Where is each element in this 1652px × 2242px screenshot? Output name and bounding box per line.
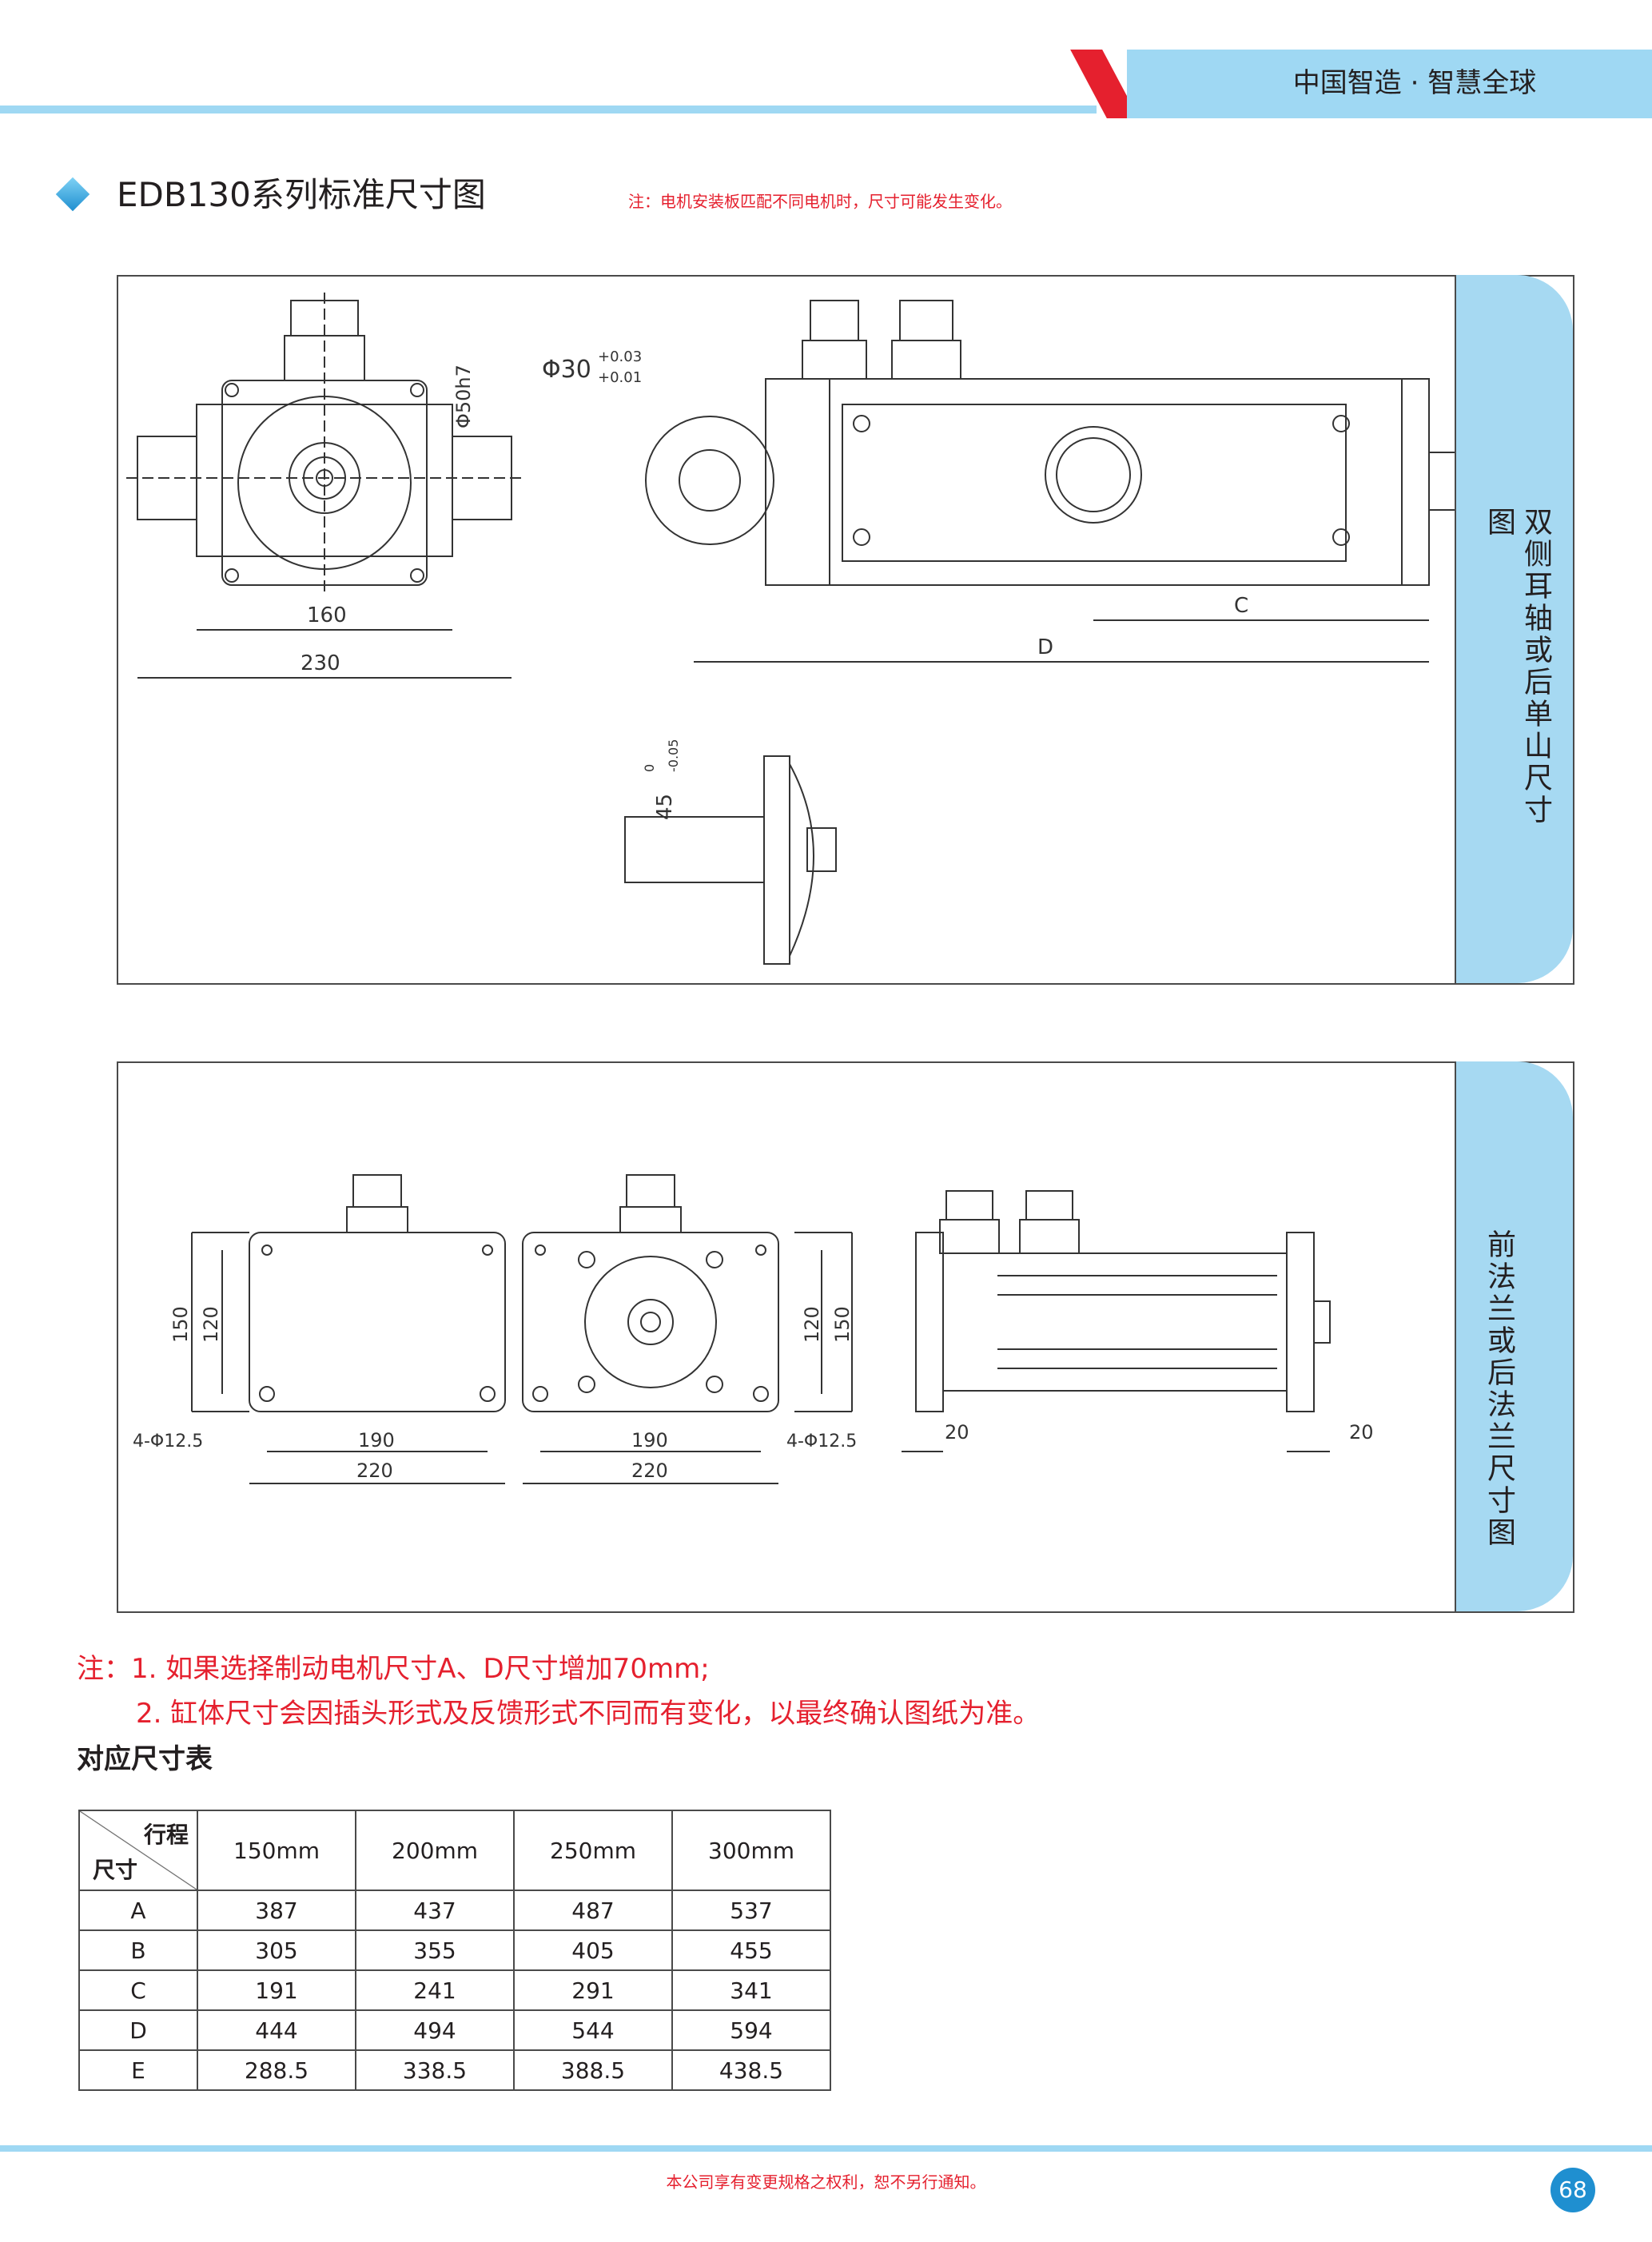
column-header: 200mm <box>355 1810 515 1891</box>
svg-text:+0.01: +0.01 <box>598 369 642 386</box>
page-number: 68 <box>1550 2168 1595 2212</box>
side-trunnion-circle <box>1045 426 1142 524</box>
dim-45: 45 <box>653 794 677 820</box>
flange-plate-right <box>1286 1232 1315 1412</box>
dim-150-right: 150 <box>831 1306 854 1343</box>
footer-line <box>0 2145 1652 2152</box>
dim-120-right: 120 <box>801 1306 823 1343</box>
column-header: 250mm <box>513 1810 673 1891</box>
ear-ring <box>645 416 774 545</box>
side-label-text: 双侧耳轴或后单山尺寸图 <box>1483 507 1552 826</box>
column-header: 150mm <box>197 1810 356 1891</box>
page-title: EDB130系列标准尺寸图 <box>117 175 486 214</box>
side-label-flange: 前法兰或后法兰尺寸图 <box>1455 1061 1573 1611</box>
corner-top: 行程 <box>143 1822 189 1848</box>
corner-cell: 行程 尺寸 <box>78 1810 198 1891</box>
header-slogan: 中国智造 · 智慧全球 <box>1292 67 1537 99</box>
dim-230: 230 <box>301 651 340 675</box>
dim-160: 160 <box>307 603 347 627</box>
dim-150-left: 150 <box>169 1306 192 1343</box>
svg-text:-0.05: -0.05 <box>666 739 681 772</box>
dim-120-left: 120 <box>200 1306 222 1343</box>
drawing-panel-flange: 150 120 190 220 4-Φ12.5 150 120 190 220 … <box>117 1061 1574 1613</box>
rear-ear <box>624 816 765 883</box>
dim-c: C <box>1234 594 1248 618</box>
diamond-icon <box>55 177 90 212</box>
note-line-2: 2. 缸体尺寸会因插头形式及反馈形式不同而有变化，以最终确认图纸为准。 <box>136 1698 1041 1730</box>
flange-plate-left <box>915 1232 944 1412</box>
front-flange <box>522 1232 779 1412</box>
drawing-panel-trunnion: 160 230 Φ50h7 Φ30 +0.03 +0.01 C D 45 0 -… <box>117 275 1574 985</box>
header-blue-band <box>1127 50 1652 118</box>
svg-text:0: 0 <box>642 764 657 772</box>
dim-20-left: 20 <box>945 1421 969 1444</box>
dim-shaft: Φ50h7 <box>452 364 475 428</box>
ear-hole <box>679 449 741 512</box>
dim-hole: Φ30 <box>542 356 591 384</box>
side-label-text-2: 前法兰或后法兰尺寸图 <box>1483 1229 1515 1549</box>
svg-text:+0.03: +0.03 <box>598 348 642 365</box>
top-note: 注：电机安装板匹配不同电机时，尺寸可能发生变化。 <box>628 192 1012 211</box>
dim-20-right: 20 <box>1349 1421 1374 1444</box>
dim-190-right: 190 <box>631 1429 668 1452</box>
dim-holes-left: 4-Φ12.5 <box>133 1432 203 1452</box>
notes: 注：1. 如果选择制动电机尺寸A、D尺寸增加70mm; 2. 缸体尺寸会因插头形… <box>77 1647 1040 1736</box>
dim-220-right: 220 <box>631 1459 668 1482</box>
corner-bottom: 尺寸 <box>93 1857 138 1883</box>
cylinder-side <box>942 1252 1288 1392</box>
drawing-flange: 150 120 190 220 4-Φ12.5 150 120 190 220 … <box>133 1174 1374 1484</box>
rear-flange <box>249 1232 506 1412</box>
front-flange-boss <box>584 1256 717 1388</box>
dim-d: D <box>1037 635 1053 659</box>
side-label-trunnion: 双侧耳轴或后单山尺寸图 <box>1455 275 1573 983</box>
table-title: 对应尺寸表 <box>77 1743 213 1775</box>
header-line <box>0 106 1097 113</box>
drawing-trunnion: 160 230 Φ50h7 Φ30 +0.03 +0.01 C D 45 0 -… <box>126 293 1456 965</box>
column-header: 300mm <box>671 1810 831 1891</box>
footer-text: 本公司享有变更规格之权利，恕不另行通知。 <box>666 2172 986 2192</box>
cylinder-body <box>829 378 1403 586</box>
note-line-1: 注：1. 如果选择制动电机尺寸A、D尺寸增加70mm; <box>77 1653 710 1685</box>
dim-holes-right: 4-Φ12.5 <box>786 1432 857 1452</box>
dim-220-left: 220 <box>356 1459 393 1482</box>
dim-190-left: 190 <box>358 1429 395 1452</box>
